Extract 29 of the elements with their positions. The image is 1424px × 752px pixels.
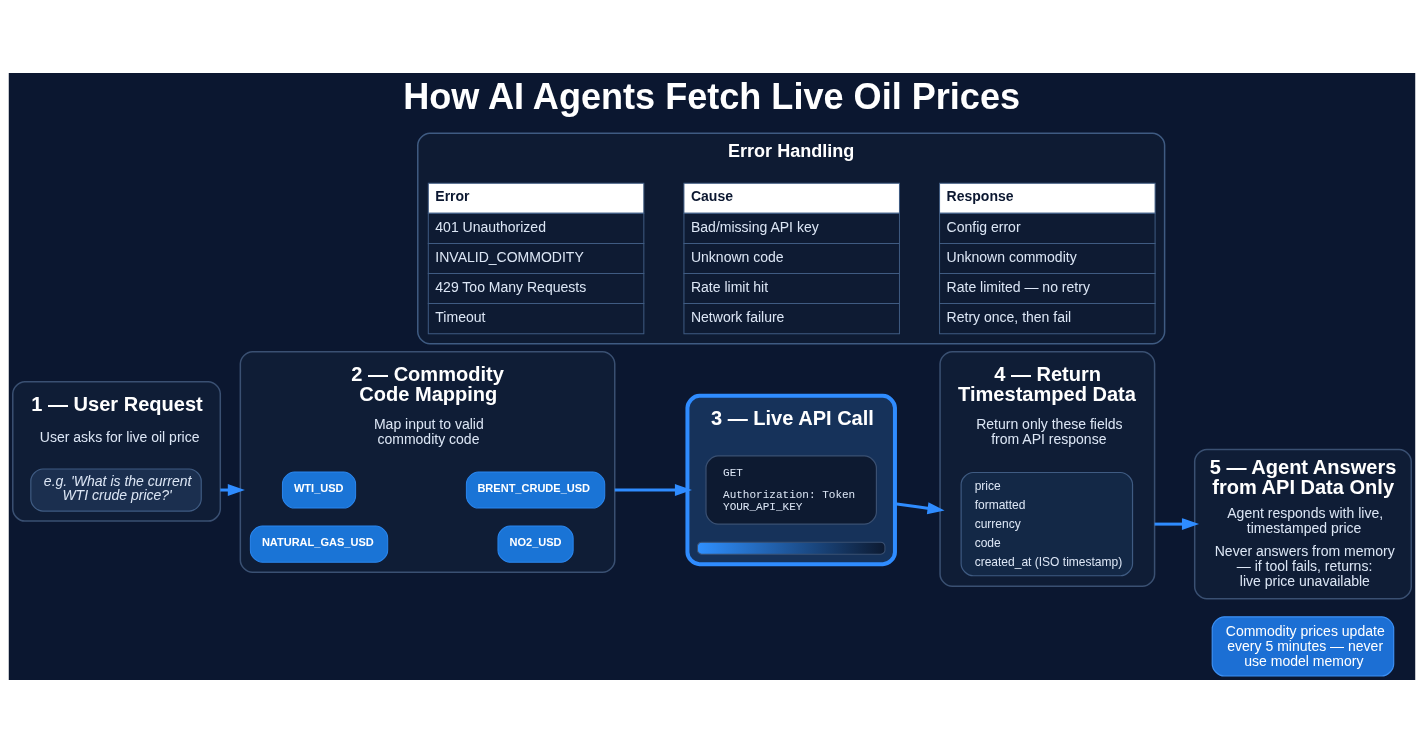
label: INVALID_COMMODITY (435, 248, 584, 265)
node-box: 5 — Agent Answers from API Data Only Agent responds with live, timestamped price Never answers from memory — if tool fails, returns: live price unavailable (1193, 448, 1412, 600)
node-box: WTI_USD (281, 471, 357, 509)
arrow (1154, 517, 1200, 530)
label: Unknown code (690, 248, 784, 265)
label: Response (946, 187, 1014, 204)
label: Rate limit hit (690, 278, 769, 295)
node-box: Commodity prices update every 5 minutes — never use model memory (1211, 615, 1395, 677)
arrow (894, 501, 945, 514)
node-box: GET Authorization: Token YOUR_API_KEY (705, 454, 877, 525)
label: Timeout (435, 308, 486, 325)
label: 429 Too Many Requests (435, 278, 587, 295)
label: Retry once, then fail (946, 308, 1072, 325)
label: Unknown commodity (946, 248, 1077, 265)
label: Network failure (690, 308, 785, 325)
node-box: NO2_USD (497, 525, 574, 563)
node-box: e.g. 'What is the current WTI crude price?' (30, 467, 202, 512)
label: 401 Unauthorized (435, 218, 546, 235)
node-box: price formatted currency code created_at (ISO timestamp) (960, 471, 1134, 576)
node-box: BRENT_CRUDE_USD (465, 471, 606, 509)
arrow (614, 483, 692, 496)
node-bar (696, 541, 886, 555)
label: Error (435, 187, 470, 204)
node-box: NATURAL_GAS_USD (249, 525, 389, 563)
diagram-title: How AI Agents Fetch Live Oil Prices (403, 75, 1021, 117)
label: Rate limited — no retry (946, 278, 1090, 295)
label: Bad/missing API key (690, 218, 819, 235)
label: Cause (690, 187, 734, 204)
label: Config error (946, 218, 1021, 235)
